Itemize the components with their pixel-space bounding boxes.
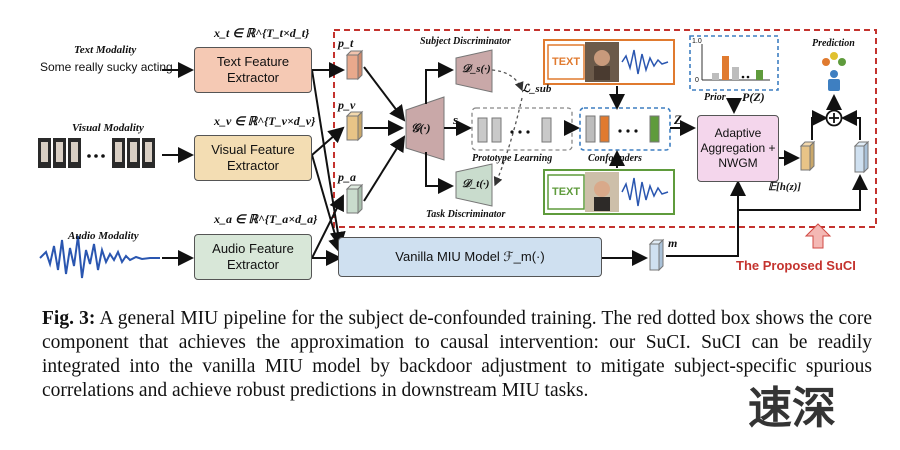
text-sample: Some really sucky acting (40, 60, 173, 74)
prior-box (689, 35, 779, 91)
prior-label: Prior (704, 92, 726, 103)
pv-label: p_v (338, 98, 356, 112)
pv-block (345, 110, 364, 142)
pt-label: p_t (338, 36, 354, 50)
text-sample-top (543, 39, 675, 85)
task-discriminator-shape (455, 163, 493, 207)
visual-thumbs (38, 138, 155, 168)
text-sample-bottom (543, 169, 675, 215)
audio-modality-title: Audio Modality (68, 230, 139, 242)
s-label: s (453, 112, 459, 127)
text-tag-top: TEXT (552, 56, 581, 68)
g-encoder (405, 96, 445, 161)
m-label: m (668, 236, 678, 250)
proposed-suci-label: The Proposed SuCI (736, 258, 856, 273)
figure-caption: Fig. 3: A general MIU pipeline for the s… (42, 307, 872, 403)
adaptive-aggregation-box: Adaptive Aggregation + NWGM (697, 115, 779, 182)
g-label: 𝒢(·) (411, 121, 431, 135)
pz-label: P(Z) (742, 90, 765, 104)
visual-modality-title: Visual Modality (72, 122, 144, 134)
subject-discriminator-label: Subject Discriminator (420, 36, 511, 47)
caption-label: Fig. 3: (42, 308, 96, 329)
prototype-learning-label: Prototype Learning (472, 153, 553, 164)
xt-label: x_t ∈ ℝ^{T_t×d_t} (214, 26, 310, 40)
xa-label: x_a ∈ ℝ^{T_a×d_a} (214, 212, 318, 226)
prior-axis-top: 1.0 (692, 38, 702, 45)
prediction-icon (822, 52, 846, 91)
suci-red-dotted-box (333, 29, 877, 228)
prediction-label: Prediction (812, 38, 855, 49)
pt-block (345, 49, 364, 81)
audio-feature-extractor: Audio Feature Extractor (194, 234, 312, 280)
audio-waveform (39, 235, 160, 279)
expectation-label: 𝔼[h(z)] (768, 181, 802, 193)
ds-label: 𝒟_s(·) (462, 63, 491, 75)
caption-text: A general MIU pipeline for the subject d… (42, 308, 872, 401)
text-feature-extractor: Text Feature Extractor (194, 47, 312, 93)
dt-label: 𝒟_t(·) (462, 178, 490, 190)
lsub-label: ℒ_sub (522, 83, 552, 95)
visual-feature-extractor: Visual Feature Extractor (194, 135, 312, 181)
diagram-canvas (38, 29, 877, 279)
proposed-arrow (804, 223, 832, 249)
z-label: Z (674, 112, 682, 127)
prior-axis-bottom: 0 (695, 77, 699, 84)
xv-label: x_v ∈ ℝ^{T_v×d_v} (214, 114, 316, 128)
pa-block (345, 183, 364, 215)
text-tag-bottom: TEXT (552, 186, 581, 198)
confounders-label: Confounders (588, 153, 642, 164)
vanilla-miu-model: Vanilla MIU Model ℱ_m(·) (338, 237, 602, 277)
watermark: 速深 (748, 383, 836, 434)
text-modality-title: Text Modality (74, 44, 137, 56)
task-discriminator-label: Task Discriminator (426, 209, 506, 220)
pa-label: p_a (338, 170, 356, 184)
subject-discriminator-shape (455, 49, 493, 93)
